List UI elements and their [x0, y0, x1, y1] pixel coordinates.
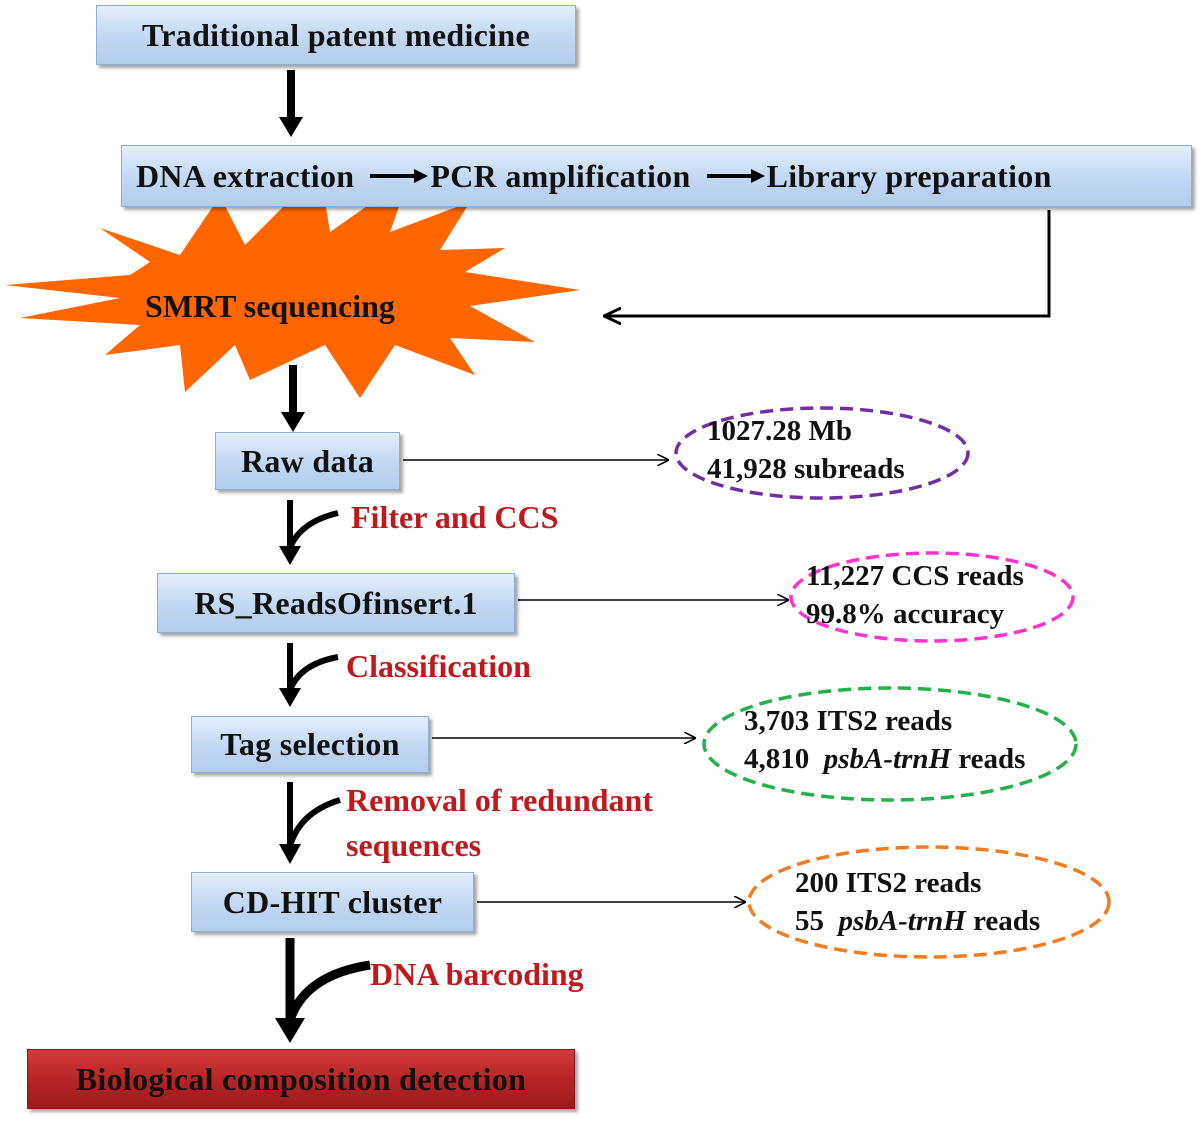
raw-subreads: 41,928 subreads	[707, 453, 905, 485]
arrow-filter-ccs	[287, 500, 339, 550]
raw-stats-ellipse	[674, 406, 970, 500]
psba-count-value: 4,810	[744, 743, 810, 775]
biological-composition-box: Biological composition detection	[27, 1049, 575, 1109]
dna-extraction-label: DNA extraction	[136, 157, 355, 194]
arrow-dna-barcoding	[285, 938, 371, 1022]
ccs-read-count: 11,227 CCS reads	[806, 560, 1024, 592]
ccs-accuracy: 99.8% accuracy	[806, 598, 1005, 630]
arrow-to-extraction-row-head	[279, 117, 303, 137]
classification-label: Classification	[346, 648, 531, 684]
raw-stats-text: 1027.28 Mb 41,928 subreads	[707, 412, 905, 488]
reads-of-insert-label: RS_ReadsOfinsert.1	[194, 584, 478, 621]
pcr-amplification-label: PCR amplification	[430, 157, 691, 194]
dna-barcoding-label: DNA barcoding	[370, 956, 584, 992]
cdhit-cluster-label: CD-HIT cluster	[222, 883, 443, 920]
clusters-stats-text: 200 ITS2 reads 55 psbA-trnH reads	[795, 864, 1040, 940]
cdhit-cluster-box: CD-HIT cluster	[191, 872, 474, 932]
psba-gene-name: psbA-trnH	[823, 743, 952, 775]
psba-cluster-suffix: reads	[973, 905, 1041, 937]
arrow-classification	[287, 643, 339, 692]
its2-read-count: 3,703 ITS2 reads	[744, 705, 953, 737]
arrow-removal	[287, 782, 341, 847]
raw-data-box: Raw data	[215, 432, 400, 490]
arrow-dna-barcoding-head	[275, 1018, 305, 1043]
arrow-classification-head	[279, 688, 301, 707]
arrow-to-raw-data-head	[281, 412, 305, 432]
tag-selection-label: Tag selection	[220, 726, 400, 762]
tags-stats-ellipse	[702, 686, 1078, 802]
preparation-steps-box: DNA extraction PCR amplification Library…	[121, 145, 1192, 207]
reads-of-insert-box: RS_ReadsOfinsert.1	[157, 573, 515, 633]
psba-read-count: 4,810 psbA-trnH reads	[744, 740, 1025, 778]
raw-megabases: 1027.28 Mb	[707, 415, 852, 447]
arrow-right-icon	[706, 169, 765, 183]
psba-cluster-value: 55	[795, 905, 824, 937]
traditional-patent-medicine-label: Traditional patent medicine	[142, 16, 530, 53]
psba-cluster-count: 55 psbA-trnH reads	[795, 902, 1040, 940]
removal-sequences-label: sequences	[346, 827, 482, 863]
arrow-filter-ccs-head	[279, 546, 301, 565]
tag-selection-box: Tag selection	[191, 716, 429, 773]
psba-cluster-gene: psbA-trnH	[838, 905, 966, 937]
smrt-sequencing-label: SMRT sequencing	[145, 288, 395, 324]
biological-composition-label: Biological composition detection	[75, 1060, 527, 1097]
arrow-removal-head	[279, 844, 301, 864]
removal-redundant-label: Removal of redundant	[346, 782, 653, 818]
connector-library-to-smrt	[605, 210, 1051, 316]
its2-cluster-count: 200 ITS2 reads	[795, 867, 982, 899]
psba-reads-suffix: reads	[958, 743, 1026, 775]
filter-ccs-label: Filter and CCS	[351, 499, 559, 535]
ccs-stats-ellipse	[789, 551, 1075, 643]
raw-data-label: Raw data	[240, 442, 375, 479]
clusters-stats-ellipse	[747, 845, 1111, 959]
ccs-stats-text: 11,227 CCS reads 99.8% accuracy	[806, 557, 1024, 633]
tags-stats-text: 3,703 ITS2 reads 4,810 psbA-trnH reads	[744, 702, 1025, 778]
traditional-patent-medicine-box: Traditional patent medicine	[96, 5, 576, 65]
arrow-right-icon	[370, 169, 429, 183]
library-preparation-label: Library preparation	[766, 157, 1052, 194]
smrt-starburst-shape	[5, 170, 580, 398]
